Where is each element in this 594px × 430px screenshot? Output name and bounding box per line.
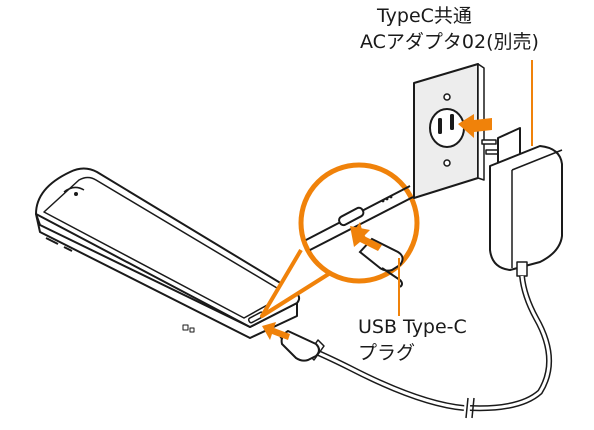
adapter-label-line2: ACアダプタ02(別売) [360,31,539,53]
plug-label-line1: USB Type-C [358,316,467,338]
smartphone [35,167,301,339]
adapter-label-line1: TypeC共通 [377,5,472,27]
magnified-port-callout [260,162,420,318]
ac-adapter [481,127,563,277]
plug-label-line2: プラグ [358,342,416,364]
usb-cable [314,275,552,419]
wall-outlet [413,63,492,199]
usb-c-plug [262,322,325,362]
